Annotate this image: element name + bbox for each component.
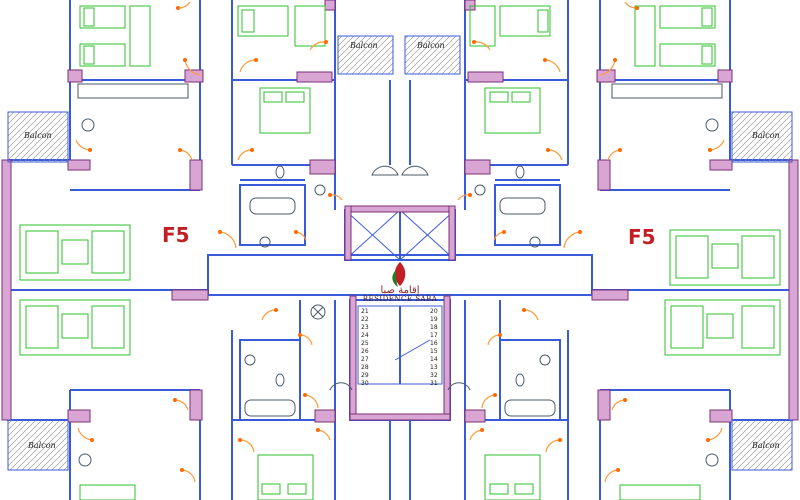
stair-numbers-left: 21 22 23 24 25 26 27 28 29 30 (361, 308, 369, 387)
stair-step-number: 28 (361, 364, 369, 371)
stair-step-number: 15 (430, 348, 438, 355)
balcony-label-right-top: Balcon (751, 131, 780, 140)
balconies: Balcon Balcon Balcon Balcon Balcon Balco… (7, 35, 793, 471)
stair-step-number: 18 (430, 324, 438, 331)
stair-step-number: 31 (430, 380, 438, 387)
stair-step-number: 19 (430, 316, 438, 323)
pillars (1, 0, 799, 423)
balcony-label-center-left: Balcon (349, 41, 378, 50)
logo-name-text: RESIDENCE SABA (363, 295, 438, 303)
corridor (207, 254, 593, 296)
stair-step-number: 22 (361, 316, 369, 323)
logo-arabic-text: إقامة صبا (380, 285, 419, 296)
doors (75, 1, 725, 483)
stair-step-number: 27 (361, 356, 369, 363)
stair-step-number: 26 (361, 348, 369, 355)
stair-step-number: 20 (430, 308, 438, 315)
stair-step-number: 24 (361, 332, 369, 339)
walls (7, 0, 793, 500)
stair-step-number: 23 (361, 324, 369, 331)
stair-step-number: 21 (361, 308, 369, 315)
residence-logo: إقامة صبا RESIDENCE SABA (363, 262, 438, 303)
fixtures (77, 83, 723, 467)
stair-step-number: 16 (430, 340, 438, 347)
stair-step-number: 25 (361, 340, 369, 347)
balcony-label-left-bottom: Balcon (27, 441, 56, 450)
stair-step-number: 17 (430, 332, 438, 339)
furniture (19, 5, 781, 500)
balcony-label-center-right: Balcon (416, 41, 445, 50)
unit-label-left: F5 (162, 223, 190, 247)
stair-step-number: 14 (430, 356, 438, 363)
balcony-label-right-bottom: Balcon (751, 441, 780, 450)
stair-step-number: 29 (361, 372, 369, 379)
stair-numbers-right: 20 19 18 17 16 15 14 13 32 31 (430, 308, 438, 387)
stair-step-number: 13 (430, 364, 438, 371)
stair-step-number: 32 (430, 372, 438, 379)
unit-label-right: F5 (628, 225, 656, 249)
flame-logo-icon (394, 262, 406, 286)
stair-step-number: 30 (361, 380, 369, 387)
balcony-label-left-top: Balcon (23, 131, 52, 140)
